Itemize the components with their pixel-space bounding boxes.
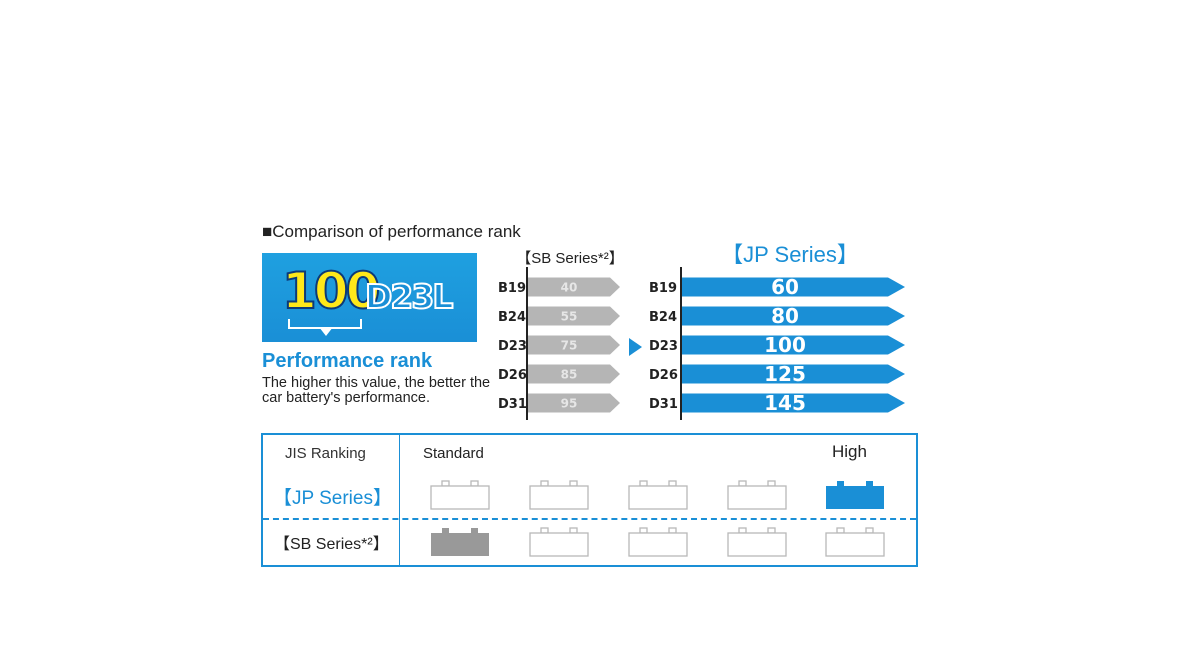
category-label: B24: [498, 310, 526, 325]
battery-icon: [825, 527, 885, 557]
battery-icon: [727, 527, 787, 557]
category-label: D31: [649, 397, 678, 412]
jp-series-row-label: 【JP Series】: [273, 488, 392, 509]
category-label: B24: [649, 310, 677, 325]
badge-pointer-icon: [319, 327, 333, 336]
category-label: D26: [649, 368, 678, 383]
category-label: B19: [649, 281, 677, 296]
category-label: D26: [498, 368, 527, 383]
data-label: 95: [561, 396, 578, 410]
scale-standard-label: Standard: [423, 445, 484, 462]
data-label: 125: [764, 362, 806, 386]
scale-high-label: High: [832, 442, 867, 461]
battery-icon: [529, 527, 589, 557]
data-label: 145: [764, 391, 806, 415]
bar: [528, 277, 620, 297]
rank-description: The higher this value, the better the ca…: [262, 375, 491, 406]
bar: [682, 306, 905, 326]
bar: [528, 306, 620, 326]
data-label: 85: [561, 367, 578, 381]
performance-badge: 100 D23L: [262, 253, 477, 342]
battery-icon: [628, 527, 688, 557]
bar: [682, 393, 905, 413]
bar: [528, 335, 620, 355]
bar: [528, 364, 620, 384]
data-label: 55: [561, 309, 578, 323]
category-label: D23: [498, 339, 527, 354]
jis-ranking-label: JIS Ranking: [285, 445, 366, 462]
category-label: D31: [498, 397, 527, 412]
bar: [682, 277, 905, 297]
bar: [528, 393, 620, 413]
battery-icon: [430, 480, 490, 510]
bar: [682, 364, 905, 384]
rank-title: Performance rank: [262, 350, 433, 372]
badge-rank-number: 100: [281, 261, 381, 321]
badge-battery-code: D23L: [364, 276, 454, 317]
series-title-1: 【JP Series】: [721, 242, 859, 267]
data-label: 60: [771, 275, 799, 299]
battery-icon: [529, 480, 589, 510]
page-heading: ■Comparison of performance rank: [262, 222, 521, 241]
series-title-0: 【SB Series*²】: [516, 250, 624, 267]
data-label: 80: [771, 304, 799, 328]
data-label: 75: [561, 338, 578, 352]
bar: [682, 335, 905, 355]
battery-icon: [727, 480, 787, 510]
jis-ranking-table: JIS Ranking Standard High 【JP Series】 【S…: [261, 433, 918, 567]
data-label: 40: [561, 280, 578, 294]
category-label: B19: [498, 281, 526, 296]
table-divider-dashed: [263, 518, 916, 520]
battery-icon: [826, 481, 884, 509]
battery-icon: [431, 528, 489, 556]
arrow-right-icon: [629, 338, 642, 356]
category-label: D23: [649, 339, 678, 354]
data-label: 100: [764, 333, 806, 357]
sb-series-row-label: 【SB Series*²】: [274, 536, 389, 553]
battery-icon: [628, 480, 688, 510]
table-divider-vertical: [399, 435, 400, 565]
